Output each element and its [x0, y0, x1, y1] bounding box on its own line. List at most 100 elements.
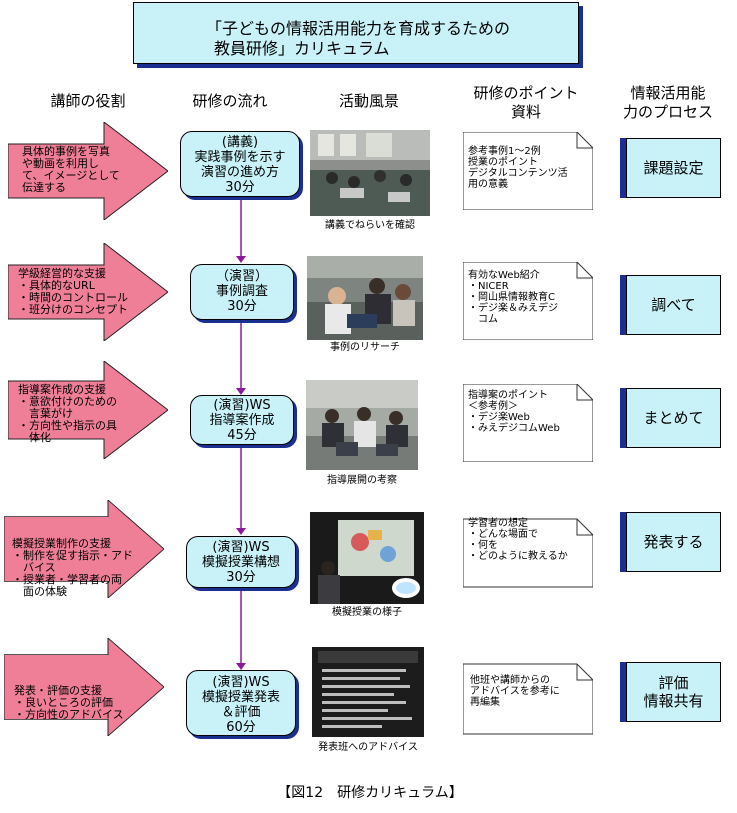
role-text-2: 学級経営的な支援 ・具体的なURL ・時間のコントロール ・班分けのコンセプト	[18, 268, 138, 316]
header-points-line-1: 研修のポイント	[473, 84, 579, 102]
note-text-5: 他班や講師からの アドバイスを参考に 再編集	[470, 675, 588, 708]
header-process-line-1: 情報活用能	[630, 84, 706, 102]
process-4-label: 発表する	[643, 533, 704, 551]
caption-5: 発表班へのアドバイス	[318, 742, 418, 753]
photo-research	[307, 256, 423, 340]
note-4-line-3: ・何を	[468, 540, 498, 551]
flow-5-line-4: 60分	[226, 720, 256, 735]
role-2-line-4: ・班分けのコンセプト	[18, 303, 128, 316]
role-3-line-3: 言葉がけ	[18, 407, 73, 420]
figure-caption: 【図12 研修カリキュラム】	[277, 785, 463, 801]
process-5-label-1: 評価	[658, 674, 689, 692]
note-3-line-3: ・デジ楽Web	[468, 412, 530, 423]
role-arrow-1	[8, 122, 168, 220]
note-4-line-2: ・どんな場面で	[468, 529, 538, 540]
flow-5-line-3: ＆評価	[221, 705, 261, 720]
flow-box-2: （演習） 事例調査 30分	[190, 264, 294, 320]
flow-box-4: (演習)WS 模擬授業構想 30分	[186, 536, 296, 588]
process-box-1: 課題設定	[626, 138, 721, 198]
role-5-line-1: 発表・評価の支援	[14, 684, 102, 697]
flow-5-line-1: (演習)WS	[212, 675, 270, 690]
connector-1-head	[236, 256, 246, 263]
process-3-label: まとめて	[643, 409, 704, 427]
role-2-line-3: ・時間のコントロール	[18, 291, 128, 304]
diagram-title: 「子どもの情報活用能力を育成するための 教員研修」カリキュラム	[133, 2, 579, 64]
note-1-line-1: 参考事例1～2例	[468, 146, 541, 157]
note-text-1: 参考事例1～2例 授業のポイント デジタルコンテンツ活 用の意義	[468, 146, 586, 190]
role-3-line-1: 指導案作成の支援	[18, 383, 106, 396]
process-1-label: 課題設定	[643, 159, 704, 177]
header-scene: 活動風景	[338, 92, 399, 110]
title-line-1: 「子どもの情報活用能力を育成するための	[206, 19, 511, 38]
note-5-line-3: 再編集	[470, 697, 500, 708]
note-5-line-1: 他班や講師からの	[470, 675, 550, 686]
note-4-line-4: ・どのように教えるか	[468, 551, 568, 562]
header-points-line-2: 資料	[510, 103, 541, 121]
header-role: 講師の役割	[50, 92, 126, 110]
note-4	[463, 518, 593, 588]
flow-2-line-2: 事例調査	[215, 284, 268, 299]
flow-2-line-1: （演習）	[215, 269, 268, 284]
note-4-line-1: 学習者の想定	[468, 518, 528, 529]
role-4-line-1: 模擬授業制作の支援	[12, 537, 111, 550]
process-5-label-2: 情報共有	[643, 692, 704, 710]
note-1-line-2: 授業のポイント	[468, 157, 538, 168]
role-1-line-2: や動画を利用し	[22, 157, 99, 170]
role-4-line-4: ・授業者・学習者の両	[12, 573, 122, 586]
note-3-line-2: ＜参考例＞	[468, 401, 518, 412]
connector-2-head	[236, 388, 246, 395]
connector-3-head	[236, 528, 246, 535]
flow-box-1: (講義) 実践事例を示す 演習の進め方 30分	[180, 131, 300, 197]
note-1	[463, 132, 593, 210]
flow-2-line-3: 30分	[227, 299, 257, 314]
role-2-line-2: ・具体的なURL	[18, 279, 95, 292]
flow-3-line-2: 指導案作成	[209, 413, 275, 428]
flow-1-line-1: (講義)	[221, 135, 259, 150]
note-2-line-3: ・岡山県情報教育C	[468, 292, 555, 303]
photo-lesson-plan	[306, 380, 418, 470]
note-1-line-3: デジタルコンテンツ活	[468, 168, 568, 179]
role-3-line-4: ・方向性や指示の具	[18, 419, 117, 432]
role-3-line-5: 体化	[18, 431, 51, 444]
note-3-line-1: 指導案のポイント	[468, 390, 548, 401]
process-box-4: 発表する	[626, 512, 721, 572]
caption-3: 指導展開の考察	[327, 475, 397, 486]
note-3	[463, 384, 593, 462]
role-text-3: 指導案作成の支援 ・意欲付けのための 言葉がけ ・方向性や指示の具 体化	[18, 384, 138, 444]
role-1-line-4: 伝達する	[22, 181, 66, 194]
note-2-line-4: ・デジ楽＆みえデジ	[468, 303, 558, 314]
note-5	[463, 663, 593, 735]
note-5-line-2: アドバイスを参考に	[470, 686, 560, 697]
flow-5-line-2: 模擬授業発表	[201, 690, 280, 705]
flow-4-line-2: 模擬授業構想	[201, 555, 280, 570]
flow-1-line-4: 30分	[225, 180, 255, 195]
role-text-4: 模擬授業制作の支援 ・制作を促す指示・アド バイス ・授業者・学習者の両 面の体…	[12, 538, 136, 598]
role-3-line-2: ・意欲付けのための	[18, 395, 117, 408]
header-points: 研修のポイント 資料	[456, 84, 596, 122]
role-2-line-1: 学級経営的な支援	[18, 267, 106, 280]
header-process: 情報活用能 力のプロセス	[604, 84, 732, 122]
role-4-line-2: ・制作を促す指示・アド	[12, 549, 133, 562]
role-text-1: 具体的事例を写真 や動画を利用し て、イメージとして 伝達する	[22, 146, 132, 194]
role-5-line-3: ・方向性のアドバイス	[14, 708, 124, 721]
flow-box-5: (演習)WS 模擬授業発表 ＆評価 60分	[186, 670, 296, 736]
role-5-line-2: ・良いところの評価	[14, 696, 113, 709]
note-text-2: 有効なWeb紹介 ・NICER ・岡山県情報教育C ・デジ楽＆みえデジ コム	[468, 270, 586, 325]
flow-3-line-3: 45分	[227, 428, 257, 443]
caption-1: 講義でねらいを確認	[325, 220, 415, 231]
caption-4: 模擬授業の様子	[332, 607, 402, 618]
photo-advice-slide	[312, 647, 424, 737]
role-arrow-5	[4, 638, 164, 736]
role-4-line-3: バイス	[12, 561, 56, 574]
note-2-line-1: 有効なWeb紹介	[468, 270, 540, 281]
header-process-line-2: 力のプロセス	[622, 103, 713, 121]
process-box-2: 調べて	[626, 275, 721, 335]
title-line-2: 教員研修」カリキュラム	[214, 39, 390, 58]
role-arrow-4	[4, 500, 164, 598]
note-1-line-4: 用の意義	[468, 179, 508, 190]
role-1-line-1: 具体的事例を写真	[22, 145, 110, 158]
process-2-label: 調べて	[651, 296, 696, 314]
note-text-4: 学習者の想定 ・どんな場面で ・何を ・どのように教えるか	[468, 518, 586, 562]
role-1-line-3: て、イメージとして	[22, 169, 120, 182]
